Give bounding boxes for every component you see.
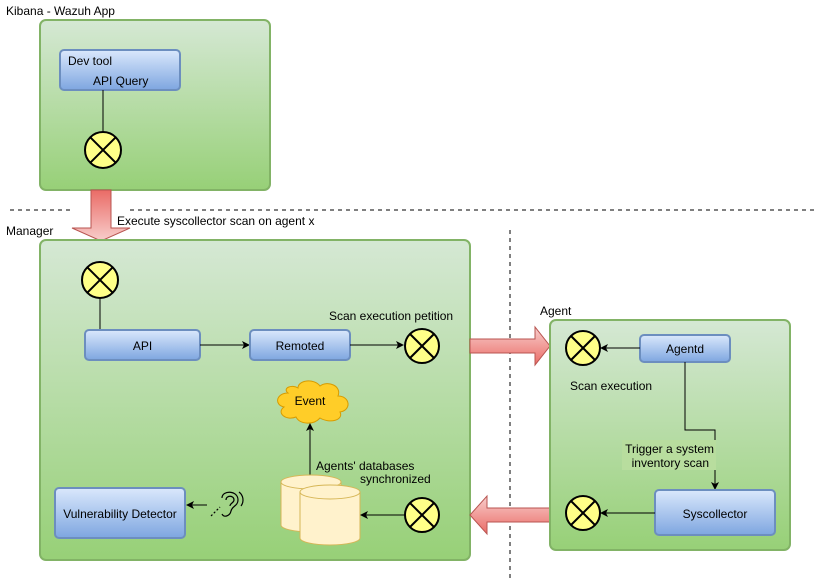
execute-scan-arrow: [71, 189, 131, 242]
sync-junction-icon: [404, 497, 440, 533]
remoted-box[interactable]: Remoted: [249, 329, 351, 361]
kibana-container: [39, 19, 271, 191]
manager-container: [39, 239, 471, 561]
dev-tool-box[interactable]: Dev tool API Query: [59, 49, 181, 91]
execute-scan-label: Execute syscollector scan on agent x: [117, 214, 314, 228]
ear-listen-icon: [210, 491, 244, 517]
api-junction-icon: [81, 261, 119, 299]
api-box[interactable]: API: [84, 329, 201, 361]
scan-execution-petition-label: Scan execution petition: [329, 309, 453, 323]
petition-junction-icon: [404, 328, 440, 364]
trigger-label-bg: [622, 440, 716, 470]
agent-zone-label: Agent: [540, 304, 572, 318]
trigger-label-line1: Trigger a system: [625, 442, 714, 456]
agent-to-manager-arrow: [469, 494, 551, 536]
syscollector-junction-icon: [565, 495, 601, 531]
scan-execution-junction-icon: [565, 330, 601, 366]
trigger-label-line2: inventory scan: [632, 456, 709, 470]
manager-zone-label: Manager: [6, 224, 53, 238]
manager-to-agent-arrow: [469, 325, 551, 367]
agentd-box[interactable]: Agentd: [639, 334, 731, 363]
agents-databases-label-line1: Agents' databases: [316, 459, 414, 473]
vulnerability-detector-box[interactable]: Vulnerability Detector: [54, 487, 186, 539]
agents-databases-label-line2: synchronized: [360, 472, 431, 486]
kibana-zone-label: Kibana - Wazuh App: [6, 4, 115, 18]
scan-execution-label: Scan execution: [570, 379, 652, 393]
agents-databases-icon: [280, 474, 361, 546]
syscollector-box[interactable]: Syscollector: [654, 489, 776, 536]
kibana-junction-icon: [84, 131, 122, 169]
